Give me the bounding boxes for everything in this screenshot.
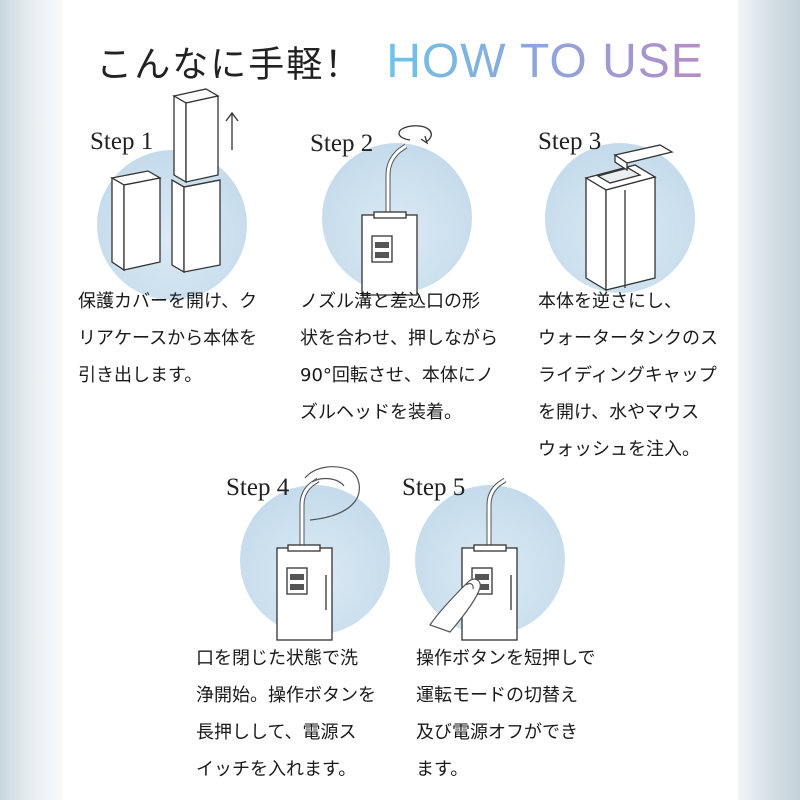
step-1-description: 保護カバーを開け、ク リアケースから本体を 引き出します。 — [78, 283, 257, 394]
step-2-line: 90°回転させ、本体にノ — [300, 365, 494, 386]
step-5-line: 及び電源オフができ — [416, 722, 578, 743]
step-4-line: イッチを入れます。 — [196, 759, 357, 780]
step-5-label: Step 5 — [402, 474, 466, 501]
step-3-line: ウォータータンクのス — [538, 328, 718, 349]
step-4-line: 長押しして、電源ス — [196, 722, 357, 743]
step-1-label: Step 1 — [90, 128, 154, 155]
step-3-line: ウォッシュを注入。 — [538, 439, 700, 460]
step-5-line: 操作ボタンを短押しで — [416, 648, 596, 669]
step-4-description: 口を閉じた状態で洗 浄開始。操作ボタンを 長押しして、電源ス イッチを入れます。 — [196, 640, 376, 788]
step-2-description: ノズル溝と差込口の形 状を合わせ、押しながら 90°回転させ、本体にノ ズルヘッ… — [300, 283, 498, 431]
step-5-line: ます。 — [416, 759, 469, 780]
step-3-line: 本体を逆さにし、 — [538, 291, 682, 312]
step-3-line: を開け、水やマウス — [538, 402, 700, 423]
finger-icon — [429, 578, 481, 633]
up-arrow-icon — [225, 111, 239, 150]
step-4-label: Step 4 — [226, 474, 290, 501]
step-2-line: ノズル溝と差込口の形 — [300, 291, 480, 312]
step-2-label: Step 2 — [310, 130, 374, 157]
step-4-line: 口を閉じた状態で洗 — [196, 648, 358, 669]
step-2-line: ズルヘッドを装着。 — [300, 402, 462, 423]
step-3-label: Step 3 — [538, 128, 602, 155]
step-5-description: 操作ボタンを短押しで 運転モードの切替え 及び電源オフができ ます。 — [416, 640, 595, 788]
title-english: HOW TO USE — [386, 35, 704, 88]
step-1-line: 引き出します。 — [78, 365, 203, 386]
step-1-line: リアケースから本体を — [78, 328, 258, 349]
step-5-line: 運転モードの切替え — [416, 685, 578, 706]
step-1-line: 保護カバーを開け、ク — [78, 291, 258, 312]
finger-icon — [304, 466, 360, 521]
step-3-line: ライディングキャップ — [538, 365, 717, 386]
title-japanese: こんなに手軽！ — [96, 44, 363, 86]
step-3-description: 本体を逆さにし、 ウォータータンクのス ライディングキャップ を開け、水やマウス… — [538, 283, 718, 468]
page-title: こんなに手軽！ HOW TO USE — [0, 34, 800, 89]
step-4-line: 浄開始。操作ボタンを — [196, 685, 376, 706]
rotate-arrow-icon — [398, 125, 432, 145]
step-2-line: 状を合わせ、押しながら — [300, 328, 498, 349]
